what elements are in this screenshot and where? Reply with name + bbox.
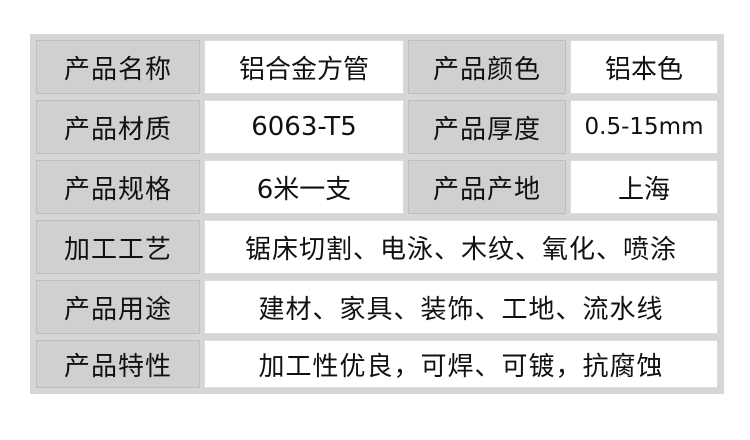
label-usage: 产品用途 (36, 280, 200, 334)
value-product-thickness: 0.5-15mm (570, 100, 718, 154)
label-product-color: 产品颜色 (408, 40, 566, 94)
value-characteristics: 加工性优良，可焊、可镀，抗腐蚀 (204, 340, 718, 388)
label-product-thickness: 产品厚度 (408, 100, 566, 154)
label-product-spec: 产品规格 (36, 160, 200, 214)
label-characteristics: 产品特性 (36, 340, 200, 388)
label-processing: 加工工艺 (36, 220, 200, 274)
value-product-name: 铝合金方管 (204, 40, 404, 94)
value-product-material: 6063-T5 (204, 100, 404, 154)
value-product-origin: 上海 (570, 160, 718, 214)
label-product-material: 产品材质 (36, 100, 200, 154)
label-product-name: 产品名称 (36, 40, 200, 94)
value-usage: 建材、家具、装饰、工地、流水线 (204, 280, 718, 334)
label-product-origin: 产品产地 (408, 160, 566, 214)
value-product-spec: 6米一支 (204, 160, 404, 214)
product-spec-table: 产品名称 铝合金方管 产品颜色 铝本色 产品材质 6063-T5 产品厚度 0.… (30, 34, 724, 394)
value-processing: 锯床切割、电泳、木纹、氧化、喷涂 (204, 220, 718, 274)
value-product-color: 铝本色 (570, 40, 718, 94)
